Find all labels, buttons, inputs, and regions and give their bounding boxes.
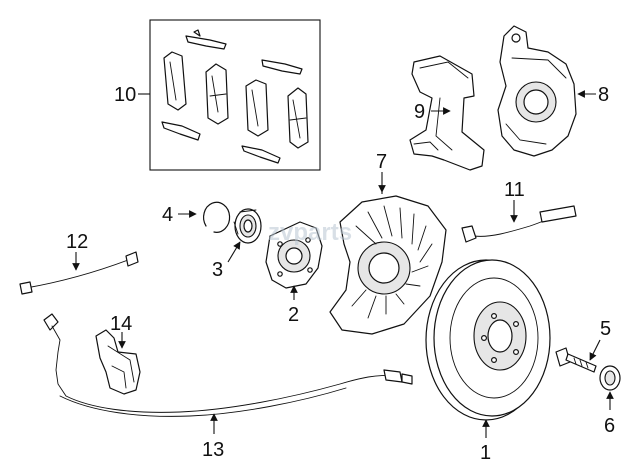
pad-kit-box bbox=[149, 19, 321, 171]
brake-pad bbox=[287, 87, 309, 149]
brake-caliper[interactable] bbox=[497, 25, 596, 157]
anti-rattle-clip bbox=[161, 121, 201, 141]
callout-2: 2 bbox=[288, 304, 299, 326]
callout-5: 5 bbox=[600, 318, 611, 340]
brake-pad-kit[interactable] bbox=[138, 19, 321, 171]
hub-bolt[interactable] bbox=[555, 339, 601, 373]
anti-rattle-clip bbox=[241, 145, 281, 164]
dust-shield[interactable] bbox=[329, 172, 447, 335]
callout-6: 6 bbox=[604, 415, 615, 437]
callout-13: 13 bbox=[202, 439, 224, 461]
watermark: zvparts bbox=[268, 219, 352, 246]
callout-10: 10 bbox=[114, 84, 136, 106]
anti-rattle-clip bbox=[185, 35, 227, 50]
snap-ring[interactable] bbox=[178, 201, 231, 233]
brake-rotor[interactable] bbox=[425, 259, 551, 438]
wheel-hub[interactable] bbox=[265, 221, 323, 300]
callout-12: 12 bbox=[66, 231, 88, 253]
lock-nut[interactable] bbox=[599, 365, 621, 410]
callout-1: 1 bbox=[480, 442, 491, 464]
callout-14: 14 bbox=[110, 313, 132, 335]
callout-8: 8 bbox=[598, 84, 609, 106]
callout-7: 7 bbox=[376, 151, 387, 173]
callout-9: 9 bbox=[414, 101, 425, 123]
caliper-bracket[interactable] bbox=[409, 55, 485, 171]
brake-pad bbox=[205, 63, 229, 125]
abs-wheel-speed-sensor[interactable] bbox=[43, 313, 413, 434]
abs-sensor-cable[interactable] bbox=[19, 251, 139, 295]
brake-pad bbox=[163, 51, 187, 111]
callout-4: 4 bbox=[162, 204, 173, 226]
callout-11: 11 bbox=[504, 179, 525, 201]
wheel-bearing[interactable] bbox=[227, 208, 262, 263]
pad-wear-sensor[interactable] bbox=[461, 200, 577, 243]
callout-3: 3 bbox=[212, 259, 223, 281]
anti-rattle-clip bbox=[261, 59, 303, 75]
brake-pad bbox=[245, 79, 269, 137]
abs-sensor-bracket[interactable] bbox=[95, 329, 141, 395]
